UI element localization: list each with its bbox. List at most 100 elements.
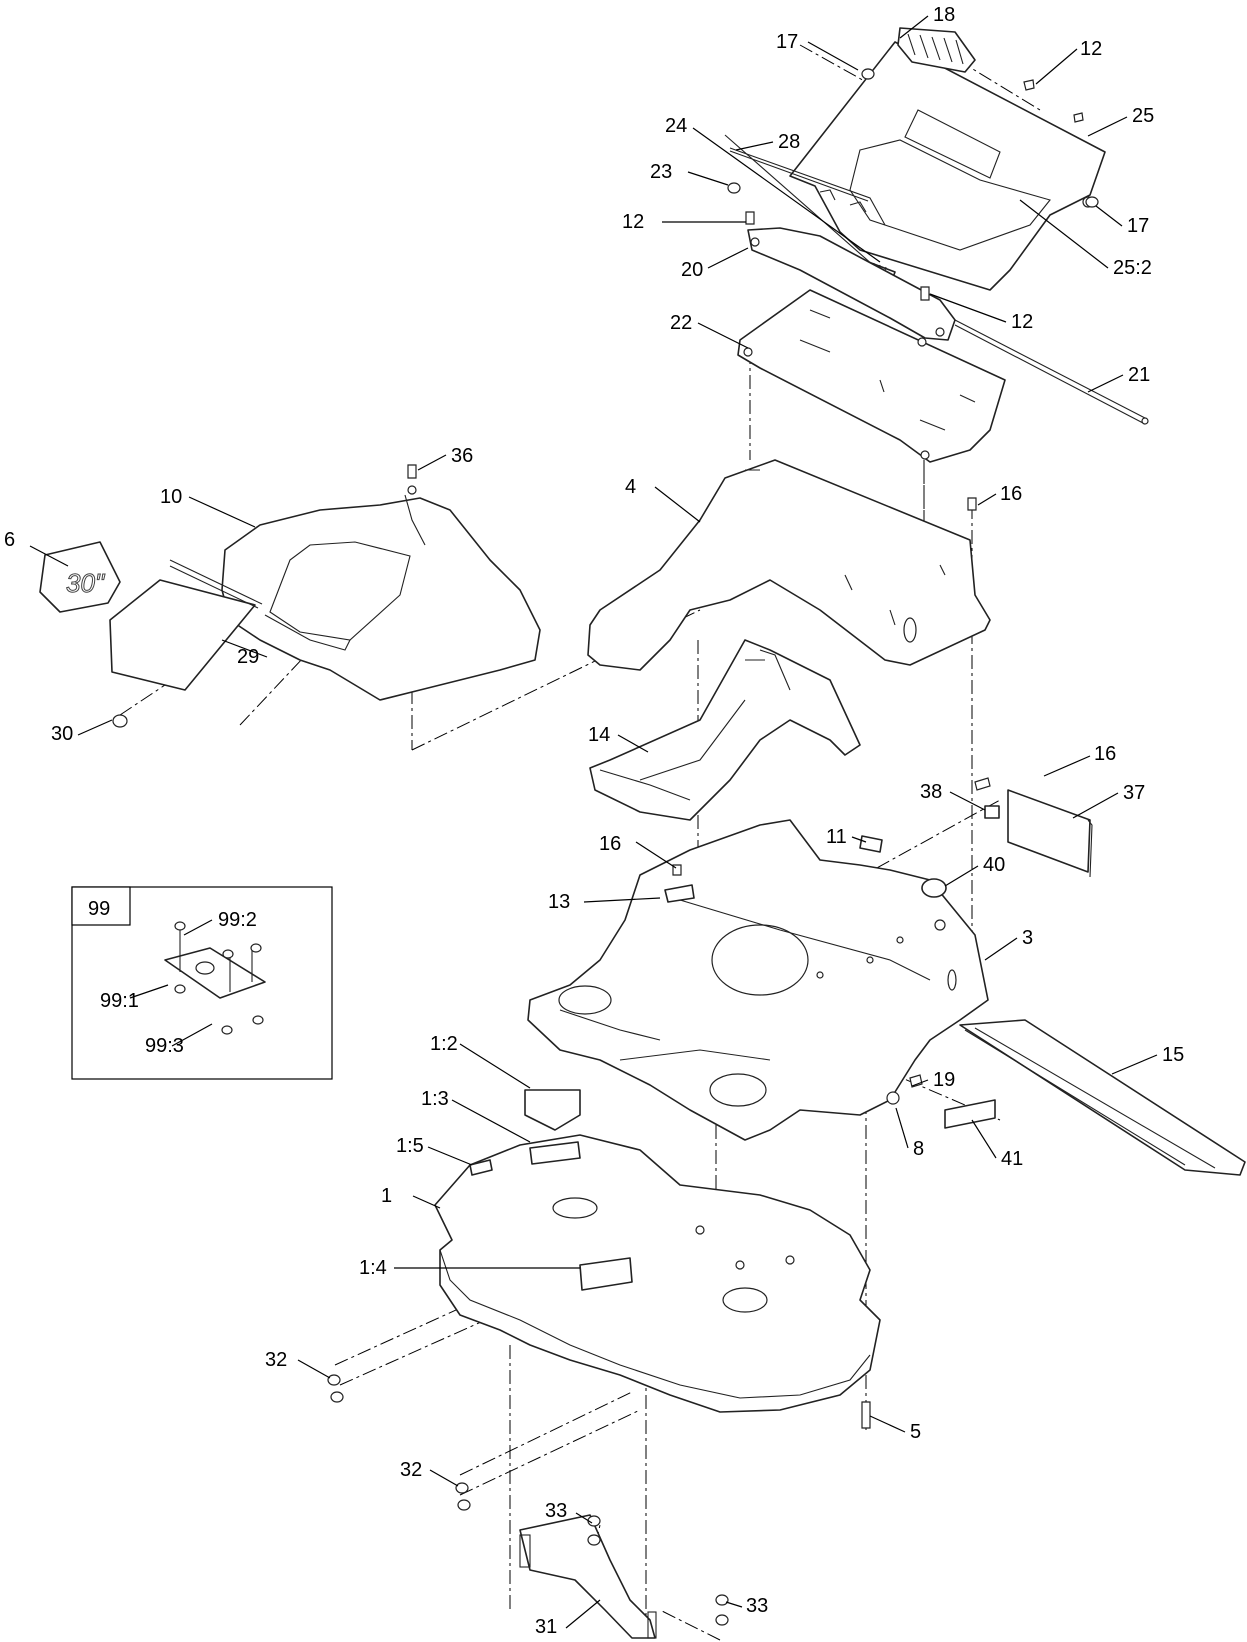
callout-leader bbox=[565, 1599, 601, 1629]
callout-label: 17 bbox=[1127, 215, 1149, 237]
mounting-bracket-plate bbox=[737, 289, 1006, 463]
callout-label: 1:3 bbox=[421, 1088, 449, 1110]
callout-label: 32 bbox=[400, 1459, 422, 1481]
callout-leader bbox=[911, 1079, 929, 1087]
callout-label: 41 bbox=[1001, 1148, 1023, 1170]
callout-label: 16 bbox=[1094, 743, 1116, 765]
callout-label: 1:2 bbox=[430, 1033, 458, 1055]
callout-leader bbox=[171, 1023, 213, 1047]
callout-leader bbox=[183, 919, 213, 936]
callout-leader bbox=[929, 293, 1007, 323]
callout-label: 28 bbox=[778, 131, 800, 153]
callout-label: 4 bbox=[625, 476, 636, 498]
callout-leader bbox=[221, 639, 268, 658]
callout-label: 99:2 bbox=[218, 909, 257, 931]
fastener-30 bbox=[112, 714, 128, 728]
callout-label: 33 bbox=[746, 1595, 768, 1617]
small-access-plate bbox=[1007, 789, 1093, 878]
callout-label: 16 bbox=[1000, 483, 1022, 505]
callout-label: 12 bbox=[1080, 38, 1102, 60]
callout-leader bbox=[1035, 48, 1078, 85]
callout-label: 6 bbox=[4, 529, 15, 551]
main-frame-plate bbox=[527, 819, 989, 1141]
callout-leader bbox=[1111, 1054, 1158, 1075]
callout-leader bbox=[451, 1099, 531, 1143]
decal-1-3 bbox=[529, 1141, 581, 1165]
callout-label: 19 bbox=[933, 1069, 955, 1091]
callout-leader bbox=[417, 454, 447, 471]
callout-leader bbox=[899, 15, 929, 39]
callout-leader bbox=[697, 322, 749, 349]
callout-leader bbox=[1095, 205, 1123, 227]
decal-1-5 bbox=[469, 1159, 493, 1176]
callout-label: 16 bbox=[599, 833, 621, 855]
callout-leader bbox=[427, 1146, 473, 1166]
decal-11 bbox=[859, 835, 883, 853]
callout-label: 33 bbox=[545, 1500, 567, 1522]
callout-leader bbox=[129, 984, 169, 999]
callout-leader bbox=[1019, 199, 1109, 269]
callout-label: 30 bbox=[51, 723, 73, 745]
callout-label: 8 bbox=[913, 1138, 924, 1160]
30-inch-decal: 30" bbox=[39, 541, 121, 613]
cap-40 bbox=[921, 878, 947, 898]
callout-label: 21 bbox=[1128, 364, 1150, 386]
callout-leader bbox=[575, 1512, 593, 1524]
callout-label: 23 bbox=[650, 161, 672, 183]
callout-leader bbox=[583, 897, 661, 903]
callout-leader bbox=[297, 1359, 331, 1379]
decal-30-text: 30" bbox=[66, 568, 106, 598]
callout-label: 25 bbox=[1132, 105, 1154, 127]
callout-leader bbox=[977, 493, 997, 506]
callout-label: 3 bbox=[1022, 927, 1033, 949]
callout-leader bbox=[725, 1601, 743, 1608]
callout-labels: 18 17 12 25 24 28 23 12 17 25:2 20 12 22… bbox=[4, 4, 1184, 1638]
callout-label: 22 bbox=[670, 312, 692, 334]
latch-rod-assembly bbox=[724, 134, 1149, 425]
decal-cover-panel bbox=[109, 559, 263, 691]
callout-label: 20 bbox=[681, 259, 703, 281]
decal-41 bbox=[944, 1099, 996, 1129]
handle-grip bbox=[897, 27, 976, 73]
callout-leader bbox=[971, 1119, 997, 1159]
callout-label: 11 bbox=[826, 826, 847, 848]
callout-label: 29 bbox=[237, 646, 259, 668]
callout-label: 99:1 bbox=[100, 990, 139, 1012]
callout-leader bbox=[635, 841, 677, 869]
callout-label: 1:5 bbox=[396, 1135, 424, 1157]
callout-leader bbox=[869, 1415, 906, 1433]
callout-leader bbox=[707, 247, 749, 269]
callout-label: 1:4 bbox=[359, 1257, 387, 1279]
callout-label: 10 bbox=[160, 486, 182, 508]
callout-leader bbox=[77, 719, 113, 736]
body-cover-shroud bbox=[587, 459, 991, 671]
callout-leader bbox=[412, 1195, 441, 1209]
callout-leaders bbox=[29, 15, 1158, 1629]
callout-leader bbox=[687, 171, 729, 186]
callout-label: 37 bbox=[1123, 782, 1145, 804]
callout-leader bbox=[29, 545, 69, 567]
front-shroud bbox=[221, 485, 541, 701]
callout-label: 17 bbox=[776, 31, 798, 53]
callout-label: 14 bbox=[588, 724, 610, 746]
callout-leader bbox=[984, 937, 1018, 961]
side-rail bbox=[959, 1019, 1246, 1176]
callout-label: 36 bbox=[451, 445, 473, 467]
callout-label: 40 bbox=[983, 854, 1005, 876]
callout-leader bbox=[459, 1043, 531, 1089]
callout-leader bbox=[692, 127, 881, 263]
callout-leader bbox=[1087, 374, 1124, 393]
callout-leader bbox=[807, 41, 859, 71]
callout-label: 13 bbox=[548, 891, 570, 913]
decal-1-4 bbox=[579, 1257, 633, 1291]
callout-label: 15 bbox=[1162, 1044, 1184, 1066]
deck-baffle bbox=[519, 1514, 657, 1639]
callout-label: 5 bbox=[910, 1421, 921, 1443]
inset-detail-99: 99 bbox=[71, 886, 333, 1080]
decal-1-2 bbox=[524, 1089, 581, 1131]
callout-label: 25:2 bbox=[1113, 257, 1152, 279]
callout-leader bbox=[895, 1107, 909, 1149]
callout-label: 99:3 bbox=[145, 1035, 184, 1057]
fasteners bbox=[327, 68, 1099, 1626]
